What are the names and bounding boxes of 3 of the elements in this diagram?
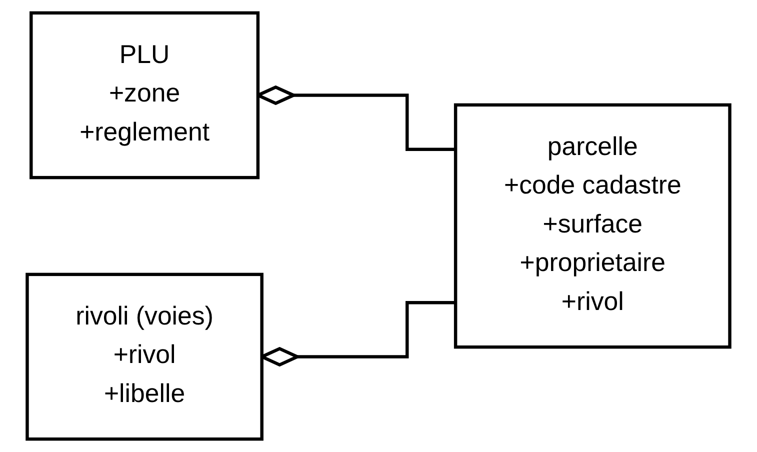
node-box: PLU +zone +reglement <box>30 11 260 180</box>
node-box: parcelle +code cadastre +surface +proprietaire +rivol <box>454 103 732 349</box>
node-box: rivoli (voies) +rivol +libelle <box>26 272 264 441</box>
